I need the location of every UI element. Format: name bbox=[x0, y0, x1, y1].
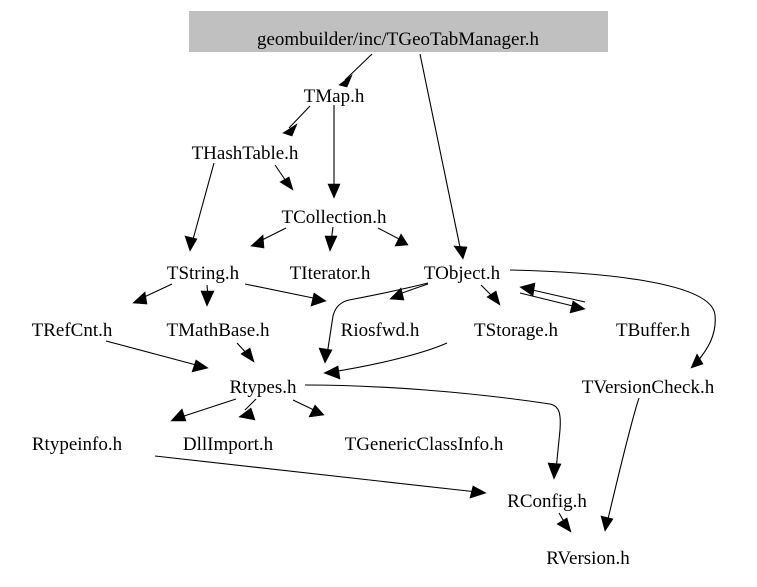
node-tmathbase[interactable]: TMathBase.h bbox=[167, 320, 270, 341]
node-rversion[interactable]: RVersion.h bbox=[546, 548, 630, 569]
edge-trefcnt-to-rtypes bbox=[105, 340, 209, 373]
node-rtypeinfo[interactable]: Rtypeinfo.h bbox=[32, 434, 123, 455]
node-thashtable[interactable]: THashTable.h bbox=[192, 143, 299, 164]
edge-tstring-to-trefcnt bbox=[132, 283, 173, 305]
edge-rtypeinfo-to-rconfig bbox=[154, 455, 487, 499]
node-dllimport[interactable]: DllImport.h bbox=[183, 434, 274, 455]
edge-tobject-to-tstorage bbox=[480, 284, 501, 306]
edge-root-to-tobject bbox=[419, 53, 468, 260]
node-tbuffer[interactable]: TBuffer.h bbox=[616, 320, 691, 341]
node-rtypes[interactable]: Rtypes.h bbox=[229, 377, 297, 398]
node-tstring[interactable]: TString.h bbox=[167, 263, 240, 284]
edge-tversioncheck-to-rversion bbox=[600, 397, 640, 532]
node-tstorage[interactable]: TStorage.h bbox=[474, 320, 558, 341]
edge-tstring-to-riosfwd bbox=[244, 283, 327, 307]
edge-tcollection-to-tstring bbox=[250, 227, 287, 249]
edge-tmap-to-tcollection bbox=[327, 105, 341, 199]
edge-tmap-to-thashtable bbox=[282, 105, 311, 137]
node-tversioncheck[interactable]: TVersionCheck.h bbox=[582, 377, 715, 398]
edge-tcollection-to-tobject bbox=[377, 227, 409, 247]
edge-tbuffer-to-tobject bbox=[519, 282, 586, 303]
edge-tobject-to-rtypes bbox=[318, 282, 429, 364]
node-tmap[interactable]: TMap.h bbox=[304, 86, 365, 107]
node-layer: geombuilder/inc/TGeoTabManager.h TMap.h … bbox=[32, 11, 715, 569]
edge-rconfig-to-rversion bbox=[556, 512, 572, 533]
edge-tmathbase-to-rtypes bbox=[236, 342, 255, 363]
edge-rtypes-to-dllimport bbox=[238, 398, 257, 421]
node-root-box[interactable] bbox=[189, 11, 608, 52]
node-root-label: geombuilder/inc/TGeoTabManager.h bbox=[257, 29, 539, 50]
edge-rtypes-to-rtypeinfo bbox=[170, 398, 237, 422]
node-tcollection[interactable]: TCollection.h bbox=[281, 207, 387, 228]
edge-tobject-to-tbuffer bbox=[519, 292, 586, 314]
edge-thashtable-to-tcollection bbox=[274, 164, 294, 191]
node-tobject[interactable]: TObject.h bbox=[424, 263, 501, 284]
edge-layer bbox=[105, 53, 716, 533]
edge-tstring-to-tmathbase bbox=[200, 284, 215, 307]
edge-tobject-to-riosfwd bbox=[389, 283, 429, 301]
edge-thashtable-to-tstring bbox=[184, 162, 215, 252]
edge-tcollection-to-titerator bbox=[324, 226, 338, 252]
node-rconfig[interactable]: RConfig.h bbox=[507, 491, 587, 512]
edge-tobject-to-tversioncheck bbox=[509, 269, 716, 369]
node-tgenericclassinfo[interactable]: TGenericClassInfo.h bbox=[345, 434, 504, 455]
node-riosfwd[interactable]: Riosfwd.h bbox=[341, 320, 420, 341]
node-titerator[interactable]: TIterator.h bbox=[290, 263, 371, 284]
edge-root-to-tmap bbox=[338, 53, 373, 88]
edge-rtypes-to-tgenericclassinfo bbox=[292, 399, 325, 418]
edge-tstorage-to-rtypes bbox=[323, 342, 448, 380]
node-trefcnt[interactable]: TRefCnt.h bbox=[32, 320, 113, 341]
edge-rtypes-to-rconfig bbox=[304, 384, 562, 480]
